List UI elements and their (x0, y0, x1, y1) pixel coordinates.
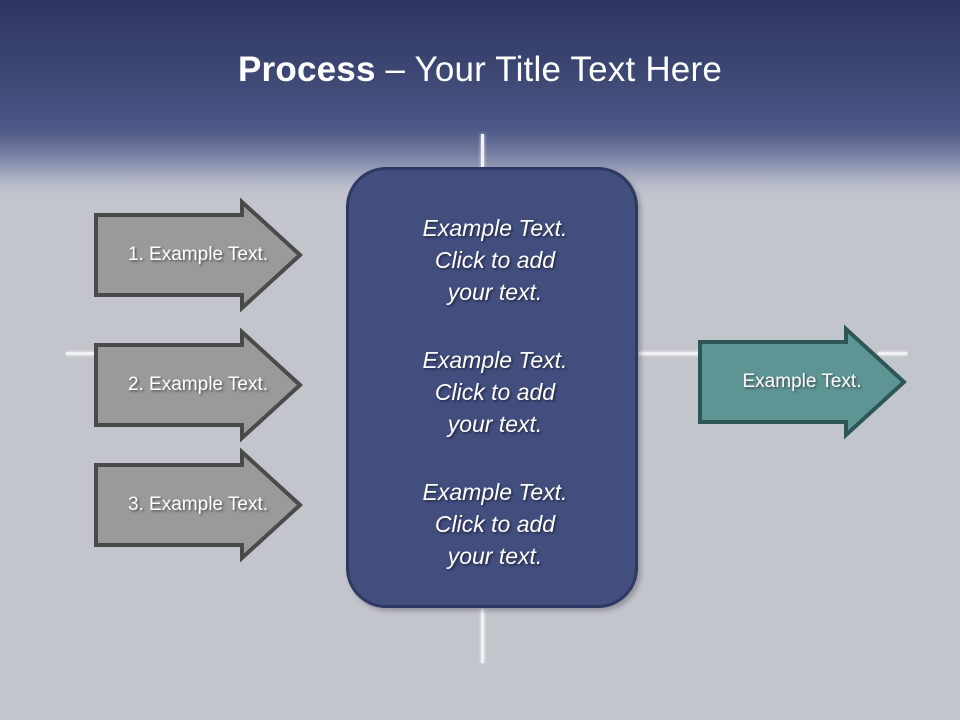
connector-line-left (66, 352, 97, 355)
connector-line-top (481, 134, 484, 168)
process-paragraph-2: Example Text. Click to add your text. (422, 347, 568, 437)
process-box[interactable]: Example Text. Click to add your text. Ex… (346, 167, 638, 608)
input-arrow-2[interactable]: 2. Example Text. (94, 327, 303, 443)
process-paragraph-1: Example Text. Click to add your text. (422, 215, 568, 305)
title-regular-part: – Your Title Text Here (375, 50, 722, 89)
output-arrow[interactable]: Example Text. (698, 324, 907, 440)
title-bold-part: Process (238, 50, 376, 89)
connector-line-far-right (878, 352, 907, 355)
slide-title: Process – Your Title Text Here (0, 48, 960, 92)
connector-line-bottom (481, 609, 484, 663)
input-arrow-1[interactable]: 1. Example Text. (94, 197, 303, 313)
process-box-text-group: Example Text. Click to add your text. Ex… (349, 212, 641, 572)
process-paragraph-3: Example Text. Click to add your text. (422, 479, 568, 569)
input-arrow-3[interactable]: 3. Example Text. (94, 447, 303, 563)
connector-line-mid-right (639, 352, 701, 355)
